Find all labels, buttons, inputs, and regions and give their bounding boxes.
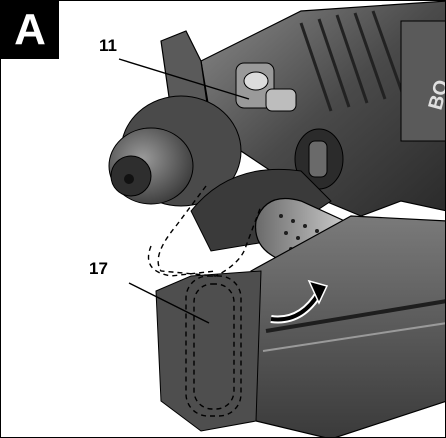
brand-plate bbox=[400, 20, 445, 142]
callout-11: 11 bbox=[99, 36, 117, 55]
rotation-arrow bbox=[270, 279, 329, 324]
rear-housing bbox=[155, 270, 262, 432]
mode-selector-switch bbox=[294, 128, 344, 190]
handle-alternate-position-outline bbox=[147, 185, 262, 417]
leader-line-17 bbox=[128, 282, 210, 324]
panel-label: A bbox=[1, 1, 59, 59]
tool-holder-chuck bbox=[108, 95, 242, 207]
vent-ribs bbox=[299, 10, 405, 112]
leader-line-11 bbox=[118, 58, 250, 100]
brand-mark: BO bbox=[425, 78, 446, 113]
clamp-knob bbox=[235, 62, 297, 112]
callout-17: 17 bbox=[89, 259, 108, 278]
